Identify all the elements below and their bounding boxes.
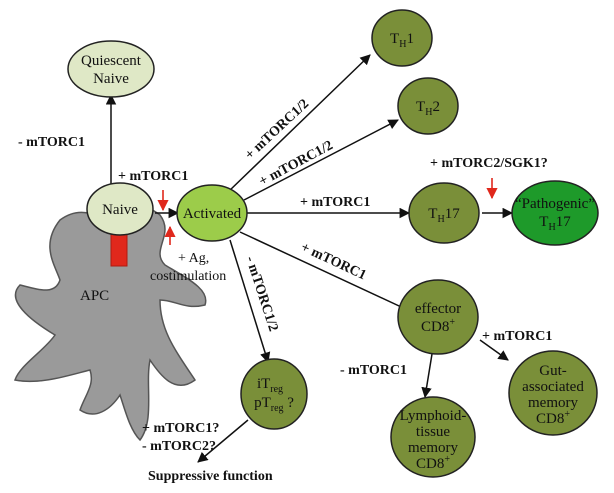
edge-activated-to-effector <box>239 231 413 313</box>
pathogenic-sub: H <box>548 222 555 233</box>
gut-cd8: CD8 <box>536 411 564 427</box>
th2-sub: H <box>425 107 432 118</box>
naive-label: Naive <box>102 202 138 218</box>
pathogenic-label-line2: TH17 <box>539 214 571 233</box>
node-th17 <box>408 182 480 244</box>
node-gut-memory <box>508 350 598 436</box>
gut-sup: + <box>564 409 570 420</box>
edge-activated-to-itreg <box>229 239 271 364</box>
itreg-label-line2: pTreg ? <box>254 395 294 414</box>
node-lymphoid-memory <box>390 396 476 478</box>
effector-sup: + <box>449 317 455 328</box>
apc-cell-shape <box>14 205 207 442</box>
node-th2 <box>397 77 459 135</box>
label-ag-line1: + Ag, <box>178 251 209 266</box>
th2-label: TH2 <box>416 99 440 118</box>
label-ag-line2: costimulation <box>150 269 226 284</box>
lymphoid-sup: + <box>444 454 450 465</box>
node-naive <box>86 182 154 236</box>
effector-cd8: CD8 <box>421 319 449 335</box>
mhc-block <box>110 233 128 267</box>
itreg-sub: reg <box>270 384 283 395</box>
th1-tail: 1 <box>406 31 414 47</box>
edge-itreg-to-suppressive <box>197 419 249 463</box>
lymphoid-cd8: CD8 <box>416 456 444 472</box>
node-itreg <box>240 358 308 430</box>
label-suppressive: Suppressive function <box>148 469 273 484</box>
label-to-lymphoid: - mTORC1 <box>340 363 407 378</box>
th17-label: TH17 <box>428 206 460 225</box>
th17-sub: H <box>437 214 444 225</box>
node-quiescent-naive <box>67 40 155 98</box>
th1-label: TH1 <box>390 31 414 50</box>
label-itreg-line1: + mTORC1? <box>142 421 219 436</box>
th17-main: T <box>428 206 437 222</box>
lymphoid-label-line3: memory <box>408 440 458 456</box>
node-pathogenic-th17 <box>511 180 599 246</box>
th17-tail: 17 <box>445 206 461 222</box>
label-to-effector: + mTORC1 <box>298 240 368 283</box>
edge-effector-to-gut <box>479 339 509 361</box>
pathogenic-label-line1: “Pathogenic” <box>515 196 595 212</box>
itreg-label-line1: iTreg <box>257 376 283 395</box>
label-to-th17: + mTORC1 <box>300 195 370 210</box>
pathogenic-tail: 17 <box>556 214 572 230</box>
edge-activated-to-th2 <box>243 119 399 201</box>
th2-main: T <box>416 99 425 115</box>
gut-label-line3: memory <box>528 395 578 411</box>
lymphoid-label-line2: tissue <box>416 424 451 440</box>
gut-label-line2: associated <box>522 379 584 395</box>
label-to-quiescent: - mTORC1 <box>18 135 85 150</box>
quiescent-label-line2: Naive <box>93 71 129 87</box>
node-th1 <box>371 9 433 67</box>
lymphoid-label-line1: Lymphoid- <box>400 408 467 424</box>
label-to-gut: + mTORC1 <box>482 329 552 344</box>
label-naive-to-activated: + mTORC1 <box>118 169 188 184</box>
gut-label-line4: CD8+ <box>536 409 570 427</box>
ptreg-main: pT <box>254 395 271 411</box>
th1-main: T <box>390 31 399 47</box>
effector-label-line2: CD8+ <box>421 317 455 335</box>
label-itreg-line2: - mTORC2? <box>142 439 216 454</box>
edge-activated-to-th1 <box>227 54 371 193</box>
gut-label-line1: Gut- <box>539 363 567 379</box>
edge-effector-to-lymphoid <box>421 353 433 399</box>
activated-label: Activated <box>183 206 242 222</box>
quiescent-label-line1: Quiescent <box>81 53 142 69</box>
th1-sub: H <box>399 39 406 50</box>
th2-tail: 2 <box>432 99 440 115</box>
ptreg-sub: reg <box>271 403 284 414</box>
ptreg-tail: ? <box>284 395 295 411</box>
apc-label: APC <box>80 288 109 304</box>
itreg-main: iT <box>257 376 270 392</box>
label-to-pathogenic: + mTORC2/SGK1? <box>430 156 548 171</box>
effector-label-line1: effector <box>415 301 461 317</box>
lymphoid-label-line4: CD8+ <box>416 454 450 472</box>
node-activated <box>176 184 248 242</box>
label-to-itreg: - mTORC1/2 <box>242 255 280 334</box>
pathogenic-main: T <box>539 214 548 230</box>
node-effector-cd8 <box>397 279 479 355</box>
